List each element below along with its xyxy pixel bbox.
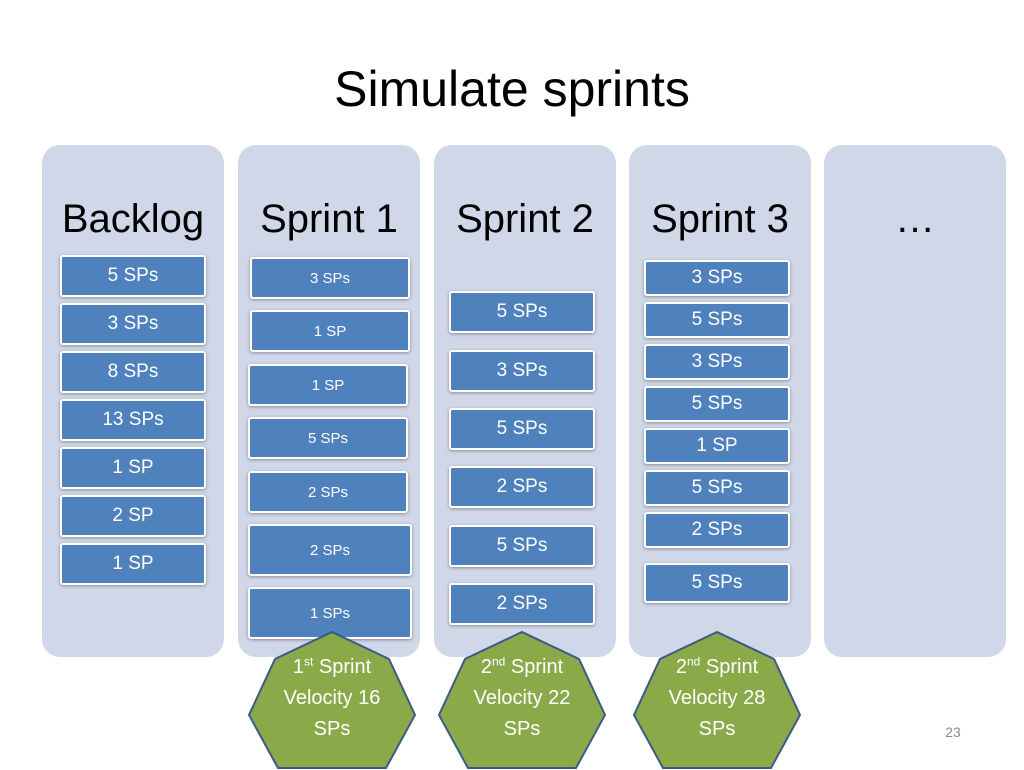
story-card: 2 SPs xyxy=(248,471,408,513)
velocity-text: 1st Sprint Velocity 16 SPs xyxy=(283,654,381,740)
story-card: 5 SPs xyxy=(449,525,595,567)
column-backlog: Backlog 5 SPs 3 SPs 8 SPs 13 SPs 1 SP 2 … xyxy=(42,145,224,657)
story-card: 5 SPs xyxy=(449,291,595,333)
story-card: 2 SP xyxy=(60,495,206,537)
story-card: 1 SP xyxy=(248,364,408,406)
story-card: 1 SP xyxy=(250,310,410,352)
story-card: 5 SPs xyxy=(644,563,790,603)
story-card: 3 SPs xyxy=(644,344,790,380)
story-card: 1 SP xyxy=(644,428,790,464)
slide-title: Simulate sprints xyxy=(334,61,690,117)
velocity-badge-sprint-1: 1st Sprint Velocity 16 SPs xyxy=(247,630,417,770)
column-sprint-2: Sprint 2 5 SPs 3 SPs 5 SPs 2 SPs 5 SPs 2… xyxy=(434,145,616,657)
column-header: Sprint 2 xyxy=(456,197,594,241)
story-card: 3 SPs xyxy=(449,350,595,392)
story-card: 3 SPs xyxy=(644,260,790,296)
story-card: 1 SPs xyxy=(248,587,412,639)
story-card: 3 SPs xyxy=(60,303,206,345)
velocity-text: 2nd Sprint Velocity 28 SPs xyxy=(668,654,766,740)
story-card: 2 SPs xyxy=(248,524,412,576)
story-card: 1 SP xyxy=(60,543,206,585)
story-card: 5 SPs xyxy=(449,408,595,450)
story-card: 2 SPs xyxy=(449,466,595,508)
story-card: 2 SPs xyxy=(449,583,595,625)
story-card: 5 SPs xyxy=(644,386,790,422)
column-sprint-1: Sprint 1 3 SPs 1 SP 1 SP 5 SPs 2 SPs 2 S… xyxy=(238,145,420,657)
column-header: Sprint 3 xyxy=(651,197,789,241)
story-card: 5 SPs xyxy=(644,470,790,506)
column-sprint-3: Sprint 3 3 SPs 5 SPs 3 SPs 5 SPs 1 SP 5 … xyxy=(629,145,811,657)
story-card: 5 SPs xyxy=(60,255,206,297)
story-card: 3 SPs xyxy=(250,257,410,299)
column-header: Backlog xyxy=(61,197,205,241)
velocity-text: 2nd Sprint Velocity 22 SPs xyxy=(473,654,571,740)
page-number: 23 xyxy=(945,724,961,740)
velocity-badge-sprint-3: 2nd Sprint Velocity 28 SPs xyxy=(632,630,802,770)
story-card: 13 SPs xyxy=(60,399,206,441)
story-card: 5 SPs xyxy=(248,417,408,459)
column-more: … xyxy=(824,145,1006,657)
story-card: 2 SPs xyxy=(644,512,790,548)
velocity-badge-sprint-2: 2nd Sprint Velocity 22 SPs xyxy=(437,630,607,770)
column-header: … xyxy=(895,197,935,241)
story-card: 8 SPs xyxy=(60,351,206,393)
story-card: 1 SP xyxy=(60,447,206,489)
story-card: 5 SPs xyxy=(644,302,790,338)
column-header: Sprint 1 xyxy=(260,197,398,241)
